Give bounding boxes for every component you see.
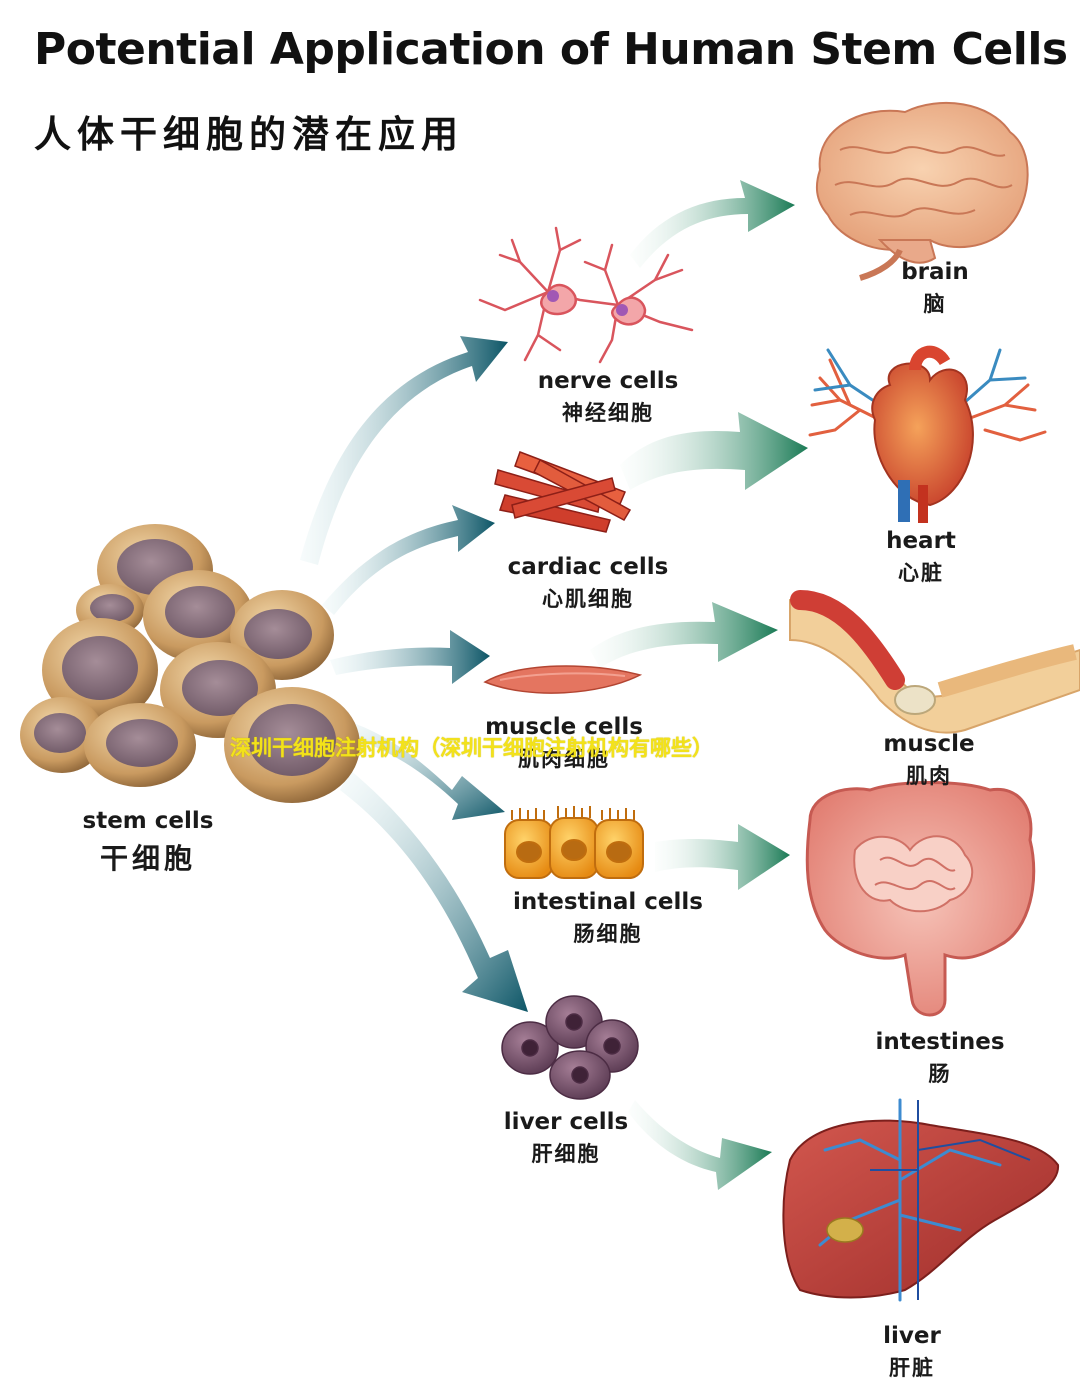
- muscle-cells-label: muscle cells 肌肉细胞: [485, 714, 643, 773]
- arrow-to-heart: [620, 412, 808, 490]
- liver-cells-label: liver cells 肝细胞: [504, 1109, 628, 1168]
- nerve-cells-image: [478, 226, 694, 364]
- muscle-label: muscle 肌肉: [883, 731, 974, 790]
- intestinal-cells-image: [504, 806, 644, 879]
- brain-en: brain: [901, 259, 969, 285]
- arrow-to-liver-cells: [340, 770, 528, 1012]
- nerve-cells-label: nerve cells 神经细胞: [538, 368, 679, 427]
- intestines-label: intestines 肠: [875, 1029, 1004, 1088]
- arrow-to-nerve-cells: [300, 336, 508, 565]
- muscle-cells-en: muscle cells: [485, 714, 643, 740]
- stem-cells-cluster: [20, 524, 360, 803]
- liver-label: liver 肝脏: [883, 1323, 941, 1382]
- brain-label: brain 脑: [901, 259, 969, 318]
- cardiac-cells-zh: 心肌细胞: [541, 587, 634, 611]
- arrow-to-muscle: [590, 602, 778, 668]
- arrow-to-cardiac-cells: [322, 505, 495, 615]
- intestines-en: intestines: [875, 1029, 1005, 1055]
- intestines-zh: 肠: [928, 1062, 952, 1086]
- liver-cells-en: liver cells: [503, 1109, 629, 1135]
- cardiac-cells-en: cardiac cells: [507, 554, 669, 580]
- arrow-to-intestines: [655, 824, 790, 890]
- heart-en: heart: [886, 528, 956, 554]
- liver-image: [782, 1098, 1060, 1302]
- heart-zh: 心脏: [898, 561, 944, 585]
- intestinal-cells-label: intestinal cells 肠细胞: [513, 889, 703, 948]
- cardiac-cells-label: cardiac cells 心肌细胞: [508, 554, 669, 613]
- heart-label: heart 心脏: [886, 528, 956, 587]
- stem-cells-en: stem cells: [82, 808, 214, 834]
- intestines-image: [805, 781, 1036, 1017]
- intestinal-cells-zh: 肠细胞: [573, 922, 643, 946]
- liver-zh: 肝脏: [888, 1356, 935, 1380]
- nerve-cells-en: nerve cells: [537, 368, 679, 394]
- diagram-title: Potential Application of Human Stem Cell…: [34, 24, 1068, 75]
- cardiac-cells-image: [494, 451, 632, 533]
- arrow-to-liver: [628, 1100, 772, 1190]
- arrow-to-intestinal-cells: [345, 720, 505, 820]
- muscle-cells-zh: 肌肉细胞: [517, 747, 610, 771]
- stem-cells-zh: 干细胞: [99, 842, 197, 875]
- brain-zh: 脑: [923, 292, 947, 316]
- stem-cells-label: stem cells 干细胞: [83, 808, 214, 877]
- arrow-to-brain: [630, 180, 795, 268]
- muscle-image: [789, 590, 1080, 734]
- liver-cells-zh: 肝细胞: [531, 1142, 601, 1166]
- watermark-text: 深圳干细胞注射机构（深圳干细胞注射机构有哪些）: [230, 736, 713, 760]
- intestinal-cells-en: intestinal cells: [513, 889, 703, 915]
- arrow-to-muscle-cells: [330, 630, 490, 684]
- nerve-cells-zh: 神经细胞: [561, 401, 654, 425]
- muscle-cells-image: [483, 665, 643, 694]
- liver-en: liver: [883, 1323, 941, 1349]
- liver-cells-image: [501, 995, 639, 1100]
- heart-image: [808, 345, 1047, 523]
- brain-image: [815, 101, 1029, 281]
- muscle-zh: 肌肉: [906, 764, 952, 788]
- muscle-en: muscle: [883, 731, 975, 757]
- diagram-subtitle: 人体干细胞的潜在应用: [34, 113, 464, 156]
